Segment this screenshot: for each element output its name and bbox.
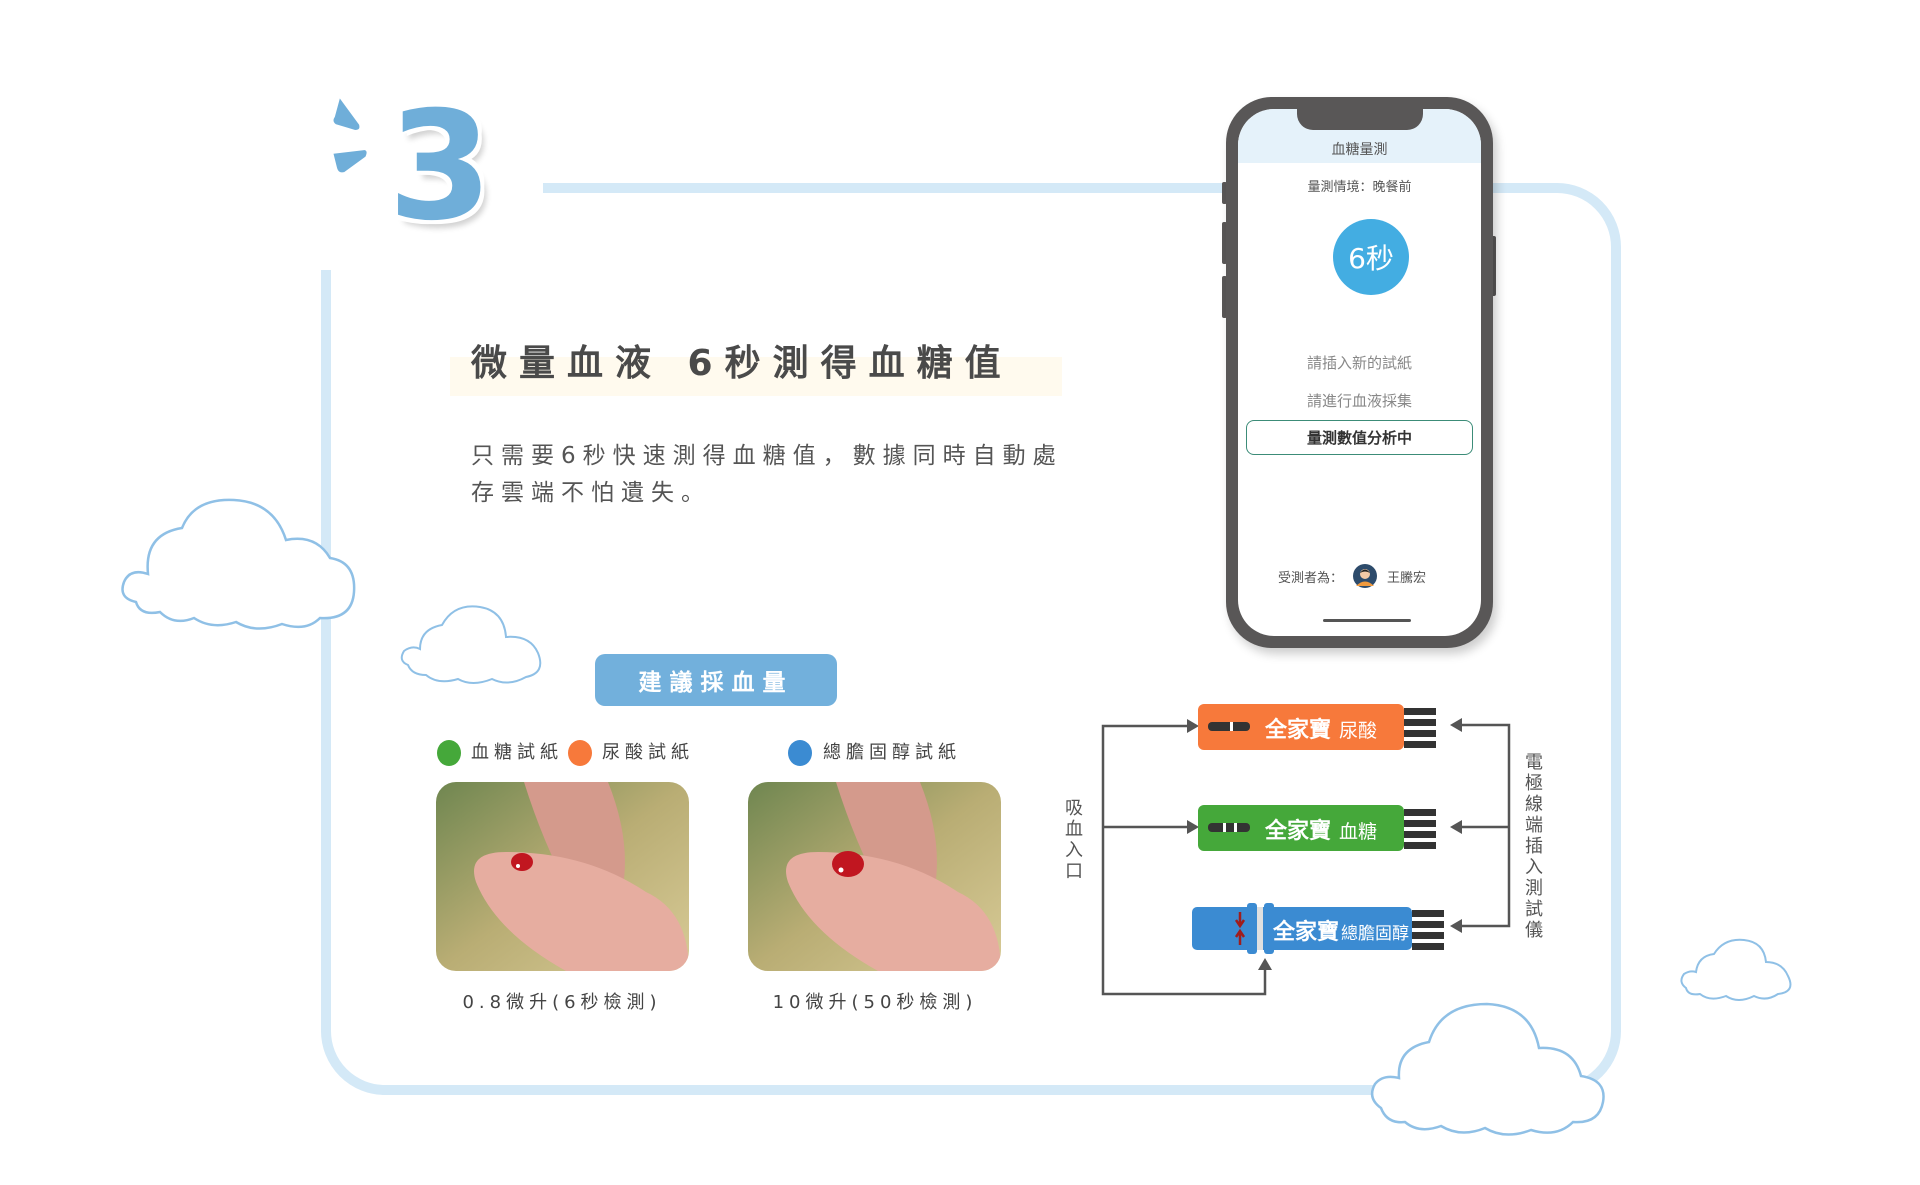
legend-glucose: 血糖試紙 <box>471 742 563 763</box>
caption-large-sample: 10微升(50秒檢測) <box>772 992 978 1013</box>
avatar <box>1353 564 1378 588</box>
cloud-icon <box>1680 938 1792 1001</box>
cholesterol-strip-label: 全家寶總膽固醇 <box>1273 914 1409 946</box>
context-label: 量測情境：晚餐前 <box>1307 180 1412 195</box>
test-strips <box>1192 704 1444 954</box>
blood-drop-photo-small <box>436 782 689 971</box>
glucose-strip-label: 全家寶血糖 <box>1265 813 1377 845</box>
content-frame <box>321 183 1621 1095</box>
step-insert-strip: 請插入新的試紙 <box>1306 354 1412 372</box>
step-number: 3 <box>388 80 493 254</box>
cloud-icon <box>1370 1002 1605 1136</box>
tester-row: 受測者為： 王騰宏 <box>1278 564 1426 588</box>
tester-label: 受測者為： <box>1278 570 1344 586</box>
tester-name: 王騰宏 <box>1387 570 1427 586</box>
title-highlight <box>450 357 1062 396</box>
cloud-icon <box>400 605 542 684</box>
orange-dot-icon <box>568 740 592 766</box>
timer-badge: 6秒 <box>1333 219 1409 295</box>
electrode-label: 電極線端插入測試儀 <box>1525 752 1543 941</box>
frame-gap <box>300 170 543 270</box>
strip-type: 總膽固醇 <box>1341 924 1410 944</box>
glucose-strip <box>1198 805 1436 851</box>
cholesterol-strip <box>1192 903 1444 954</box>
home-indicator <box>1323 619 1411 622</box>
uric-acid-strip-label: 全家寶尿酸 <box>1265 712 1377 744</box>
section-description: 只需要6秒快速測得血糖值，數據同時自動處存雲端不怕遺失。 <box>471 443 1063 506</box>
phone-notch <box>1297 104 1423 130</box>
strip-type: 尿酸 <box>1339 720 1378 742</box>
strip-type: 血糖 <box>1339 821 1378 843</box>
cloud-icon <box>121 498 356 630</box>
connector-arrows <box>1101 718 1511 996</box>
blood-inlet-label: 吸血入口 <box>1065 798 1083 882</box>
legend-cholesterol: 總膽固醇試紙 <box>823 742 961 763</box>
phone-side-button <box>1222 182 1227 204</box>
phone-side-button <box>1491 236 1496 296</box>
section-title: 微量血液 6秒測得血糖值 <box>471 343 1013 384</box>
strip-brand: 全家寶 <box>1265 718 1332 743</box>
phone-mockup: 血糖量測 量測情境：晚餐前 6秒 請插入新的試紙 請進行血液採集 量測數值分析中… <box>1226 97 1493 648</box>
analyzing-status: 量測數值分析中 <box>1246 420 1473 455</box>
green-dot-icon <box>437 740 461 766</box>
blue-dot-icon <box>788 740 812 766</box>
phone-side-button <box>1222 222 1227 264</box>
strip-brand: 全家寶 <box>1273 920 1340 945</box>
phone-screen: 血糖量測 量測情境：晚餐前 6秒 請插入新的試紙 請進行血液採集 量測數值分析中… <box>1238 109 1481 636</box>
phone-side-button <box>1222 276 1227 318</box>
caption-small-sample: 0.8微升(6秒檢測) <box>462 992 662 1013</box>
step-collect-blood: 請進行血液採集 <box>1306 392 1412 410</box>
sparkle-icon <box>328 89 371 177</box>
suggest-blood-volume-button[interactable]: 建議採血量 <box>595 654 837 706</box>
strip-brand: 全家寶 <box>1265 819 1332 844</box>
screen-title: 血糖量測 <box>1331 142 1388 158</box>
uric-acid-strip <box>1198 704 1436 750</box>
blood-drop-photo-large <box>748 782 1001 971</box>
legend-uric-acid: 尿酸試紙 <box>602 742 694 763</box>
